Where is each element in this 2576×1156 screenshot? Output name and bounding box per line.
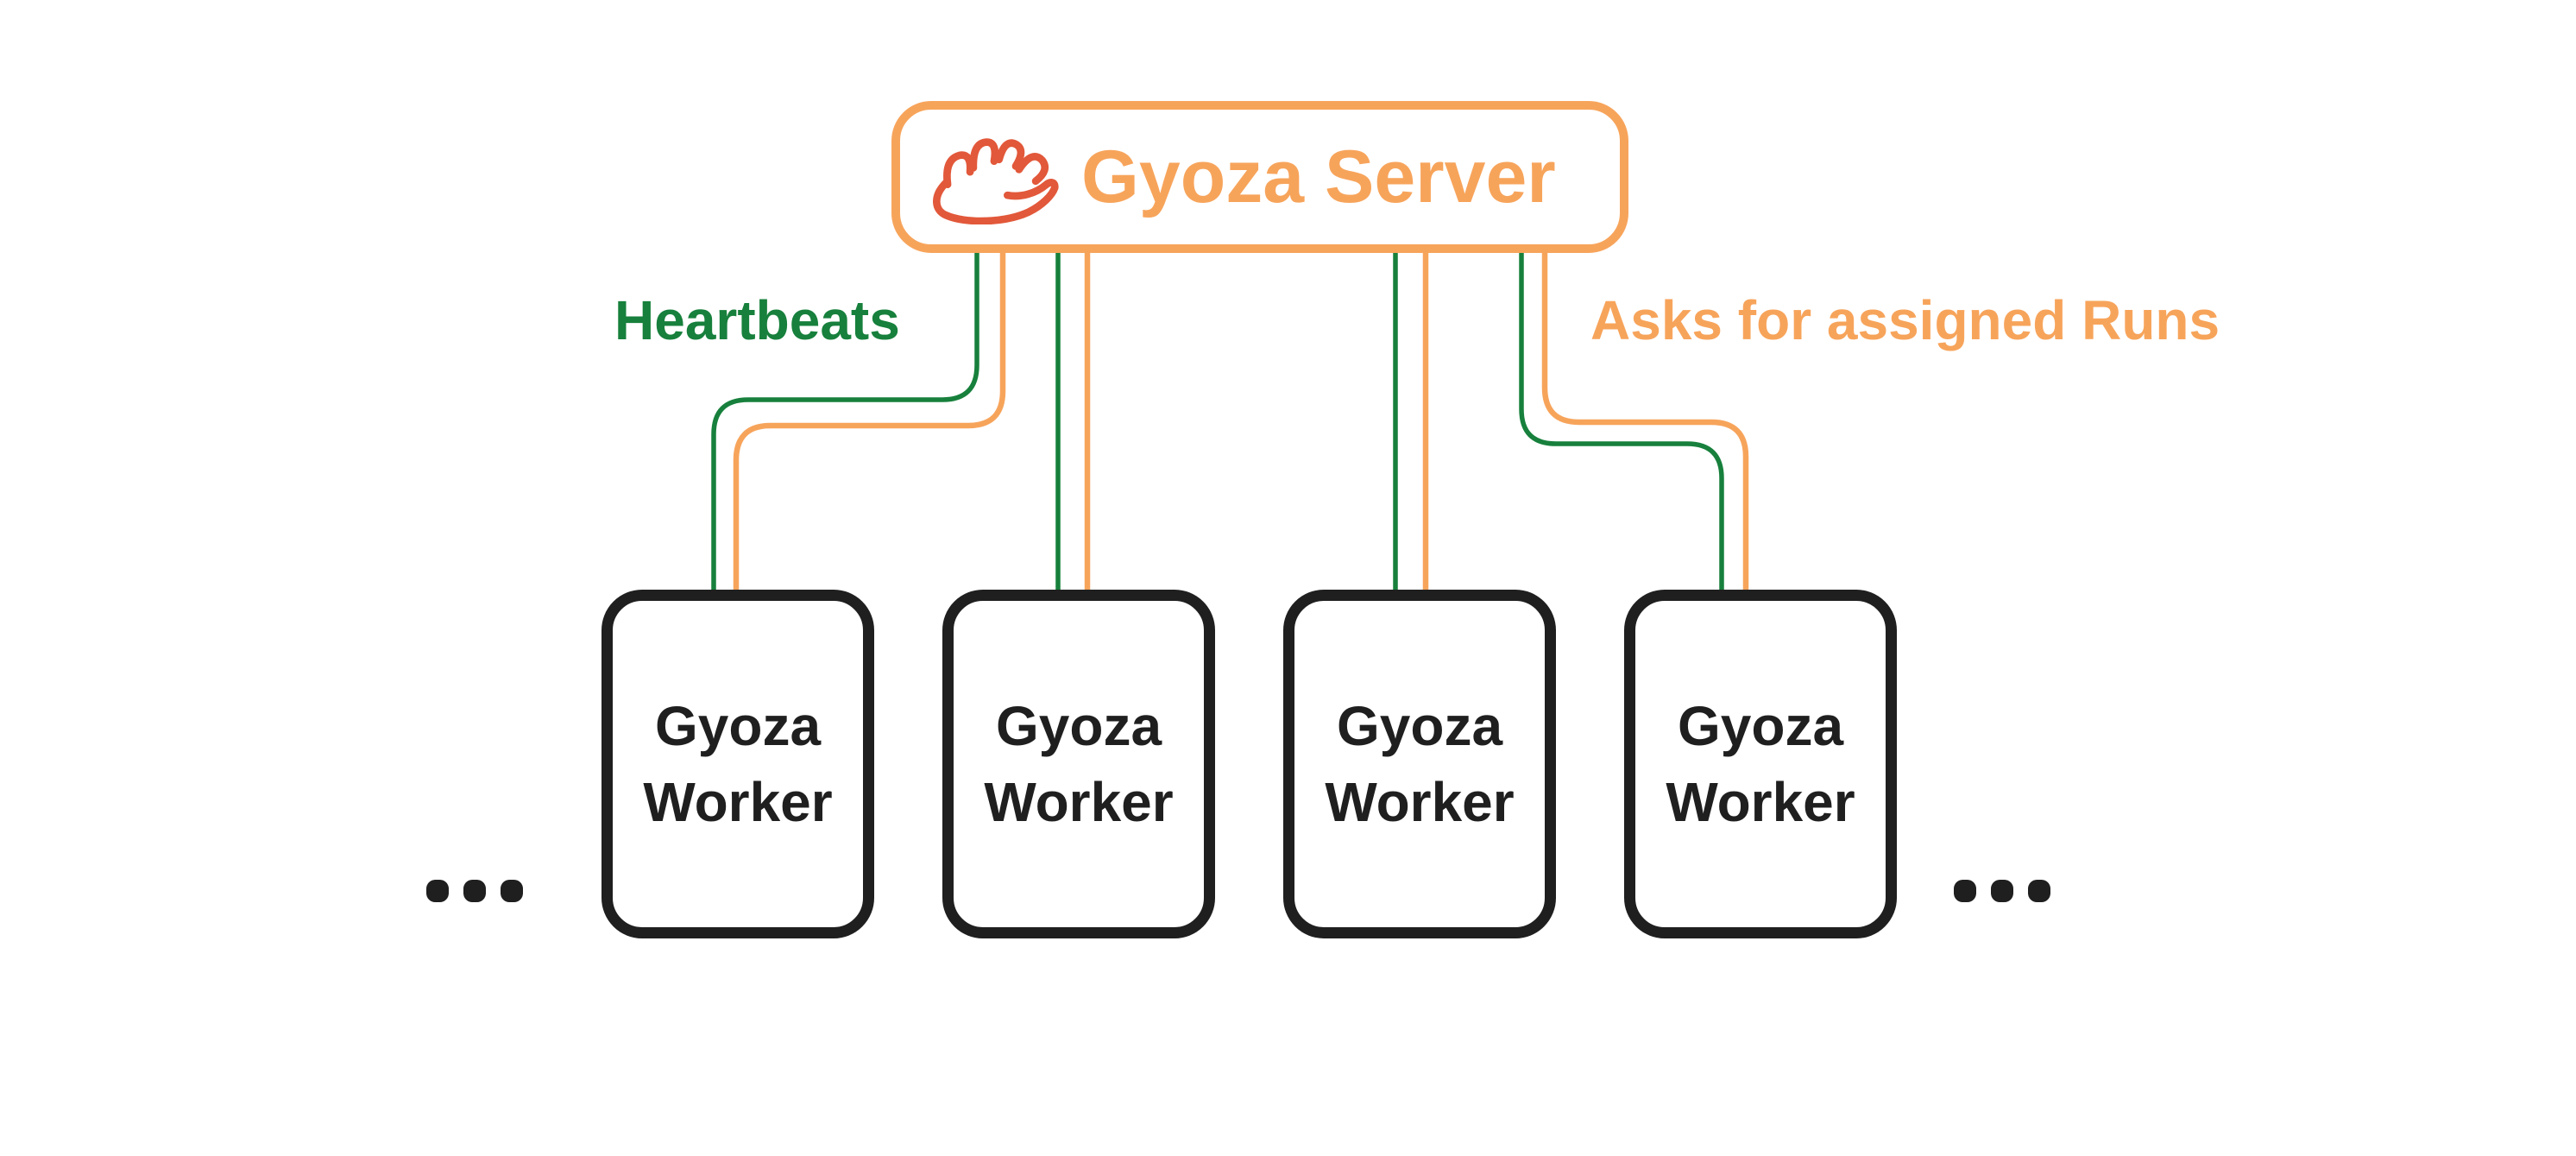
worker-node-1: Gyoza Worker	[601, 590, 874, 938]
server-title: Gyoza Server	[1081, 135, 1556, 218]
worker-label-line1: Gyoza	[995, 695, 1162, 757]
worker-label-line1: Gyoza	[1336, 695, 1503, 757]
more-workers-left-ellipsis	[426, 880, 523, 902]
dumpling-pleat	[1015, 153, 1049, 186]
asks-for-runs-label: Asks for assigned Runs	[1590, 289, 2220, 351]
dumpling-body	[933, 179, 1059, 224]
heartbeats-label: Heartbeats	[614, 289, 900, 351]
more-workers-right-ellipsis	[1954, 880, 2050, 902]
worker-label-line2: Worker	[984, 771, 1174, 833]
dumpling-pleat	[943, 151, 974, 188]
worker-label-line1: Gyoza	[1677, 695, 1844, 757]
ellipsis-dot	[426, 880, 449, 902]
worker-node-2: Gyoza Worker	[942, 590, 1215, 938]
worker-label-line2: Worker	[1666, 771, 1855, 833]
worker-label-line1: Gyoza	[654, 695, 822, 757]
dumpling-pleat	[969, 138, 999, 172]
dumpling-icon	[933, 138, 1059, 224]
worker-label-line2: Worker	[1325, 771, 1515, 833]
worker-node-3: Gyoza Worker	[1283, 590, 1556, 938]
ellipsis-dot	[2028, 880, 2050, 902]
ellipsis-dot	[463, 880, 486, 902]
ellipsis-dot	[1954, 880, 1976, 902]
ellipsis-dot	[501, 880, 523, 902]
heartbeat-edge-worker-1	[711, 244, 979, 600]
server-node: Gyoza Server	[891, 101, 1628, 253]
ellipsis-dot	[1991, 880, 2013, 902]
worker-node-4: Gyoza Worker	[1624, 590, 1897, 938]
runs-edge-worker-1	[733, 244, 1006, 600]
worker-label-line2: Worker	[643, 771, 833, 833]
runs-edge-worker-4	[1541, 244, 1749, 600]
dumpling-pleat	[995, 139, 1025, 170]
heartbeat-edge-worker-4	[1519, 244, 1724, 600]
